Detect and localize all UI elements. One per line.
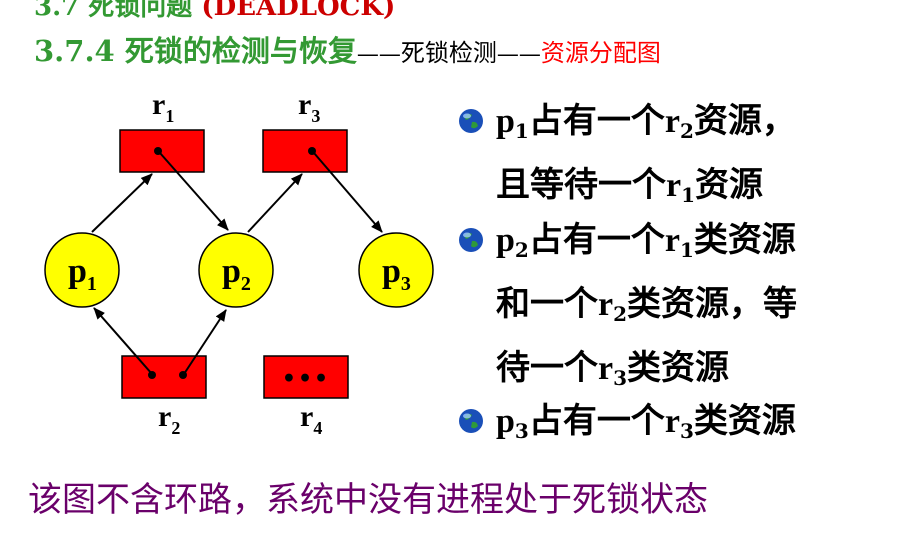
bullet-p1: p1占有一个r2资源， 且等待一个r1资源	[458, 94, 913, 222]
subsection-title: 3.7.4 死锁的检测与恢复——死锁检测——资源分配图	[34, 28, 661, 70]
resource-r4	[263, 355, 349, 399]
globe-bullet-icon	[459, 109, 483, 133]
process-p3	[358, 232, 434, 308]
process-p1	[44, 232, 120, 308]
bullet-p1-line-1: p1占有一个r2资源，	[496, 101, 796, 143]
title-tag: 死锁检测	[400, 39, 497, 67]
globe-bullet-icon	[459, 409, 483, 433]
section-title: 3.7 死锁问题 (DEADLOCK)	[34, 0, 395, 23]
bullet-p2-line-1: p2占有一个r1类资源	[496, 220, 796, 262]
label-r1: r1	[152, 88, 174, 126]
resource-allocation-graph: r1 r3 r2 r4 ••• p1 p2 p3	[44, 88, 434, 438]
bullet-p2: p2占有一个r1类资源 和一个r2类资源，等 待一个r3类资源	[458, 213, 913, 405]
label-p2: p2	[222, 253, 251, 295]
label-r4: r4	[300, 400, 322, 438]
section-title-cn: 3.7 死锁问题	[34, 0, 193, 22]
edge-p2-request-r3	[247, 173, 303, 233]
label-r3: r3	[298, 88, 320, 126]
resource-r3	[262, 129, 348, 173]
title-red-tag: 资源分配图	[540, 39, 661, 67]
process-p2	[198, 232, 274, 308]
section-title-en: (DEADLOCK)	[201, 0, 396, 22]
bullet-p2-line-3: 待一个r3类资源	[496, 348, 730, 390]
edge-r2-assign-p1	[93, 307, 153, 375]
label-p1: p1	[68, 253, 97, 295]
bullet-p2-line-2: 和一个r2类资源，等	[496, 284, 798, 326]
subsection-title-text: 3.7.4 死锁的检测与恢复	[34, 34, 357, 68]
label-r2: r2	[158, 400, 180, 438]
edge-r2-assign-p2	[183, 309, 227, 375]
title-dash-2: ——	[496, 42, 541, 67]
edge-r3-assign-p3	[313, 152, 383, 233]
bullet-p3-line-1: p3占有一个r3类资源	[496, 401, 796, 443]
resource-r2	[121, 355, 207, 399]
r4-dots: •••	[282, 366, 330, 392]
edge-r1-assign-p2	[159, 152, 229, 231]
conclusion-text: 该图不含环路，系统中没有进程处于死锁状态	[28, 480, 708, 520]
globe-bullet-icon	[459, 228, 483, 252]
edge-p1-request-r1	[91, 173, 153, 233]
bullet-p1-line-2: 且等待一个r1资源	[496, 165, 764, 207]
label-p3: p3	[382, 253, 411, 295]
title-dash-1: ——	[356, 42, 401, 67]
bullet-p3: p3占有一个r3类资源	[458, 394, 913, 458]
